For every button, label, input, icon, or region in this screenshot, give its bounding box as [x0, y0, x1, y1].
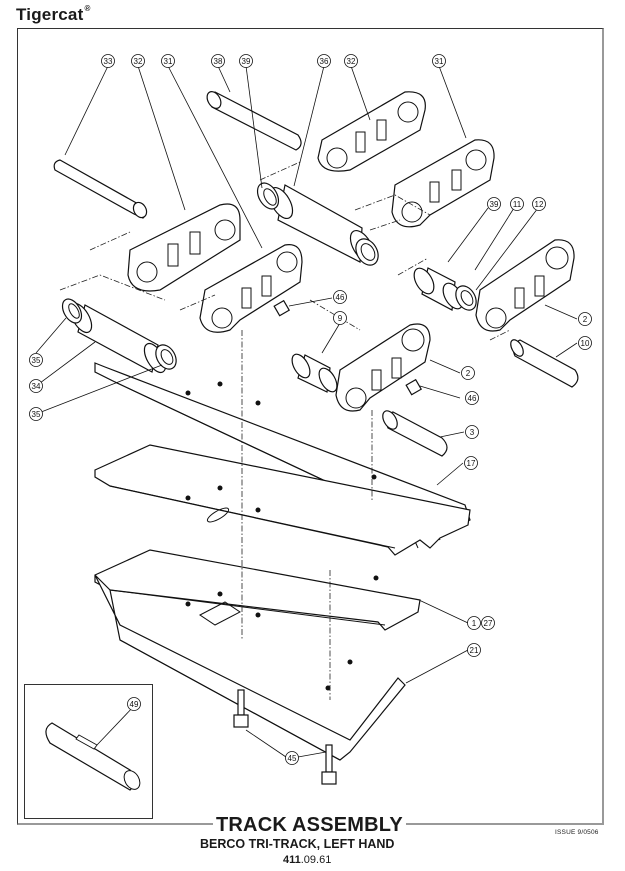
svg-text:45: 45 [288, 754, 297, 763]
callout-46b[interactable]: 46 [465, 391, 479, 405]
link-32-left [127, 203, 241, 292]
brand-name: Tigercat [16, 5, 84, 24]
callout-36[interactable]: 36 [317, 54, 331, 68]
svg-text:32: 32 [134, 57, 143, 66]
svg-text:3: 3 [470, 428, 475, 437]
page-subtitle: BERCO TRI-TRACK, LEFT HAND [200, 837, 395, 851]
callout-34[interactable]: 34 [29, 379, 43, 393]
pin-10 [510, 339, 579, 388]
svg-text:9: 9 [338, 314, 343, 323]
callout-49[interactable]: 49 [127, 697, 141, 711]
callout-39[interactable]: 39 [239, 54, 253, 68]
callout-35a[interactable]: 35 [29, 353, 43, 367]
svg-text:1: 1 [472, 619, 477, 628]
master-pin-drawing [45, 704, 141, 791]
link-2-right [475, 239, 575, 332]
callout-35b[interactable]: 35 [29, 407, 43, 421]
seal-12 [455, 285, 477, 311]
document-number: 411.09.61 [283, 854, 331, 866]
doc-number-suffix: .09.61 [300, 854, 332, 866]
svg-text:21: 21 [470, 646, 479, 655]
svg-text:35: 35 [32, 356, 41, 365]
svg-text:32: 32 [347, 57, 356, 66]
svg-text:46: 46 [336, 293, 345, 302]
callout-32[interactable]: 32 [131, 54, 145, 68]
callout-39b[interactable]: 39 [487, 197, 501, 211]
bushing-9 [291, 353, 338, 393]
bolt-45b [321, 744, 337, 785]
callout-2a[interactable]: 2 [578, 312, 592, 326]
svg-text:35: 35 [32, 410, 41, 419]
svg-text:2: 2 [583, 315, 588, 324]
bolt-45a [233, 689, 249, 728]
issue-date: ISSUE 9/0506 [555, 829, 599, 836]
svg-text:34: 34 [32, 382, 41, 391]
callout-45[interactable]: 45 [285, 751, 299, 765]
svg-text:12: 12 [535, 200, 544, 209]
callout-27[interactable]: 27 [481, 616, 495, 630]
callout-21[interactable]: 21 [467, 643, 481, 657]
doc-number-prefix: 411 [283, 854, 301, 866]
shoe-21 [94, 574, 406, 761]
pin-3 [382, 410, 448, 457]
seal-39b [355, 238, 379, 266]
pin-33 [53, 159, 148, 219]
page-title: TRACK ASSEMBLY [213, 814, 406, 837]
callout-11[interactable]: 11 [510, 197, 524, 211]
svg-text:39: 39 [242, 57, 251, 66]
shoe-17 [94, 444, 471, 556]
callout-12[interactable]: 12 [532, 197, 546, 211]
link-31-left [199, 244, 303, 333]
brand-logo: Tigercat® [16, 4, 91, 25]
seal-35a [61, 298, 83, 324]
bolt-holes [185, 381, 379, 691]
leader-lines [35, 65, 578, 758]
svg-text:10: 10 [581, 339, 590, 348]
callout-2b[interactable]: 2 [461, 366, 475, 380]
callout-17[interactable]: 17 [464, 456, 478, 470]
svg-text:11: 11 [513, 200, 522, 209]
callout-9[interactable]: 9 [333, 311, 347, 325]
pin-38 [206, 91, 302, 151]
svg-text:39: 39 [490, 200, 499, 209]
svg-text:38: 38 [214, 57, 223, 66]
nut-46b [405, 378, 423, 396]
callout-31b[interactable]: 31 [432, 54, 446, 68]
svg-text:49: 49 [130, 700, 139, 709]
link-32-right [317, 91, 426, 172]
svg-text:17: 17 [467, 459, 476, 468]
seal-39a [256, 182, 280, 210]
nut-46a [273, 299, 291, 317]
svg-text:33: 33 [104, 57, 113, 66]
callout-1[interactable]: 1 [467, 616, 481, 630]
svg-text:36: 36 [320, 57, 329, 66]
svg-text:27: 27 [484, 619, 493, 628]
svg-text:46: 46 [468, 394, 477, 403]
assembly-lines [59, 161, 511, 700]
callout-33[interactable]: 33 [101, 54, 115, 68]
callout-31[interactable]: 31 [161, 54, 175, 68]
link-31-right [391, 139, 495, 228]
svg-text:2: 2 [466, 369, 471, 378]
callout-10[interactable]: 10 [578, 336, 592, 350]
seal-35b [155, 344, 177, 370]
link-2-center [335, 323, 431, 412]
svg-text:31: 31 [435, 57, 444, 66]
registered-mark: ® [84, 4, 91, 13]
callout-32b[interactable]: 32 [344, 54, 358, 68]
callout-3[interactable]: 3 [465, 425, 479, 439]
svg-text:31: 31 [164, 57, 173, 66]
callout-46a[interactable]: 46 [333, 290, 347, 304]
callout-38[interactable]: 38 [211, 54, 225, 68]
